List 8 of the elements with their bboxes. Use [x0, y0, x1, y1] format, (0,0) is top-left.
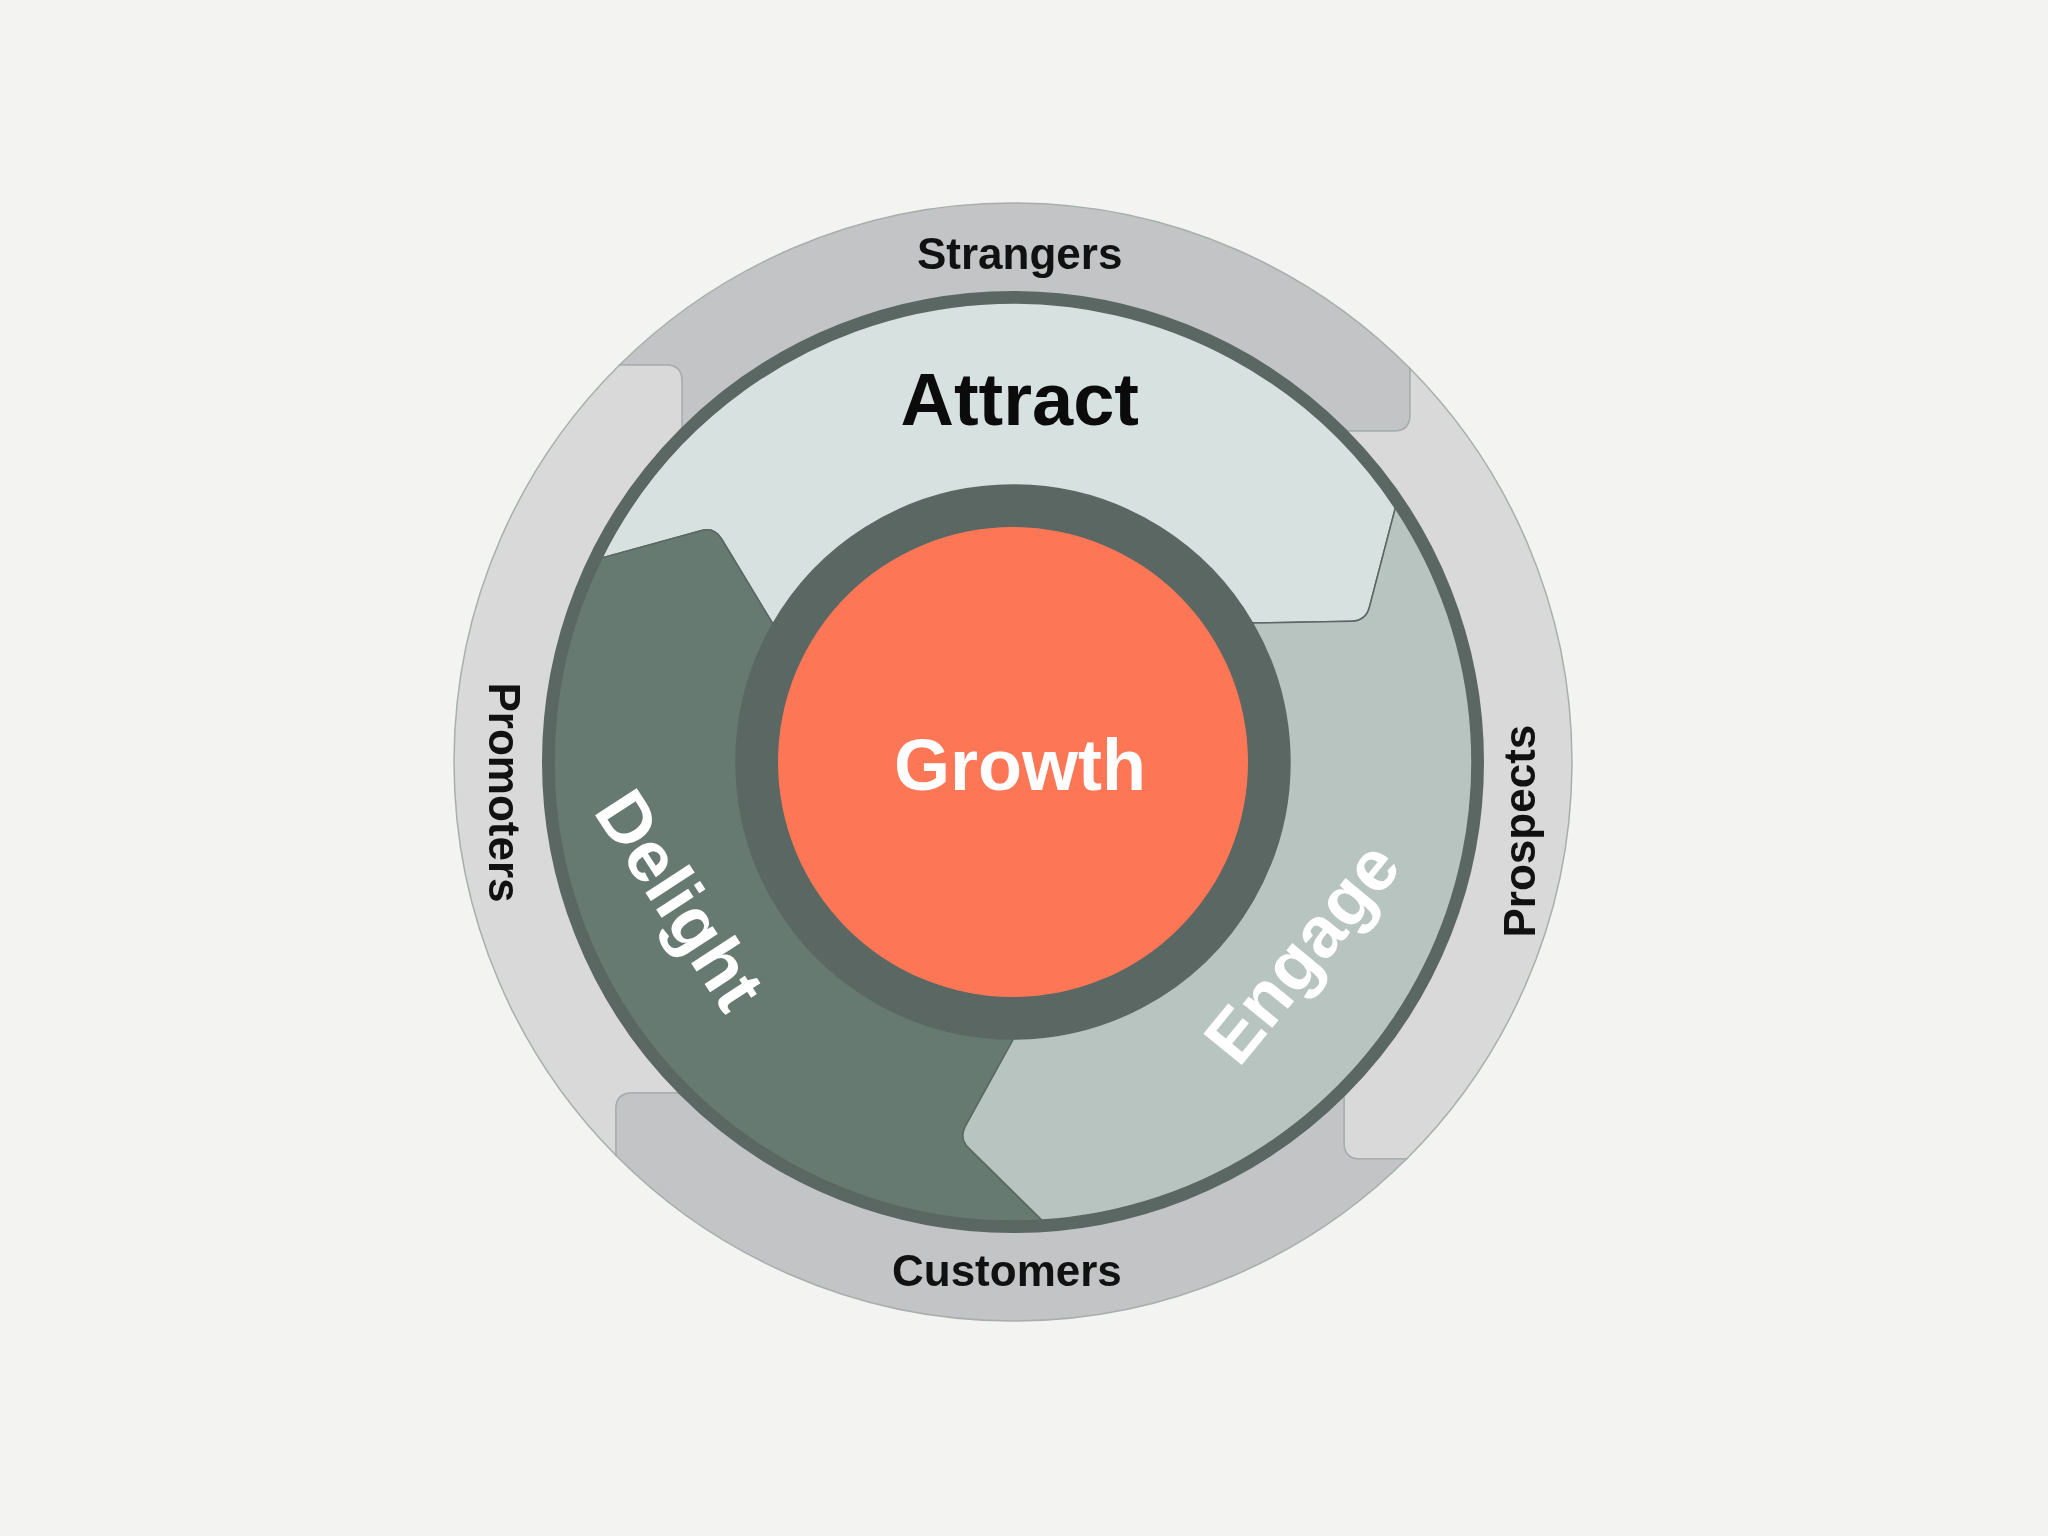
band-label: Prospects	[1493, 723, 1545, 940]
band-label: Strangers	[916, 227, 1124, 280]
ring-band	[618, 203, 1411, 432]
ring-band	[615, 1092, 1408, 1321]
segment-label: Attract	[899, 356, 1140, 443]
band-label: Promoters	[479, 681, 531, 905]
band-label: Customers	[891, 1244, 1123, 1297]
hub-label: Growth	[893, 724, 1147, 807]
